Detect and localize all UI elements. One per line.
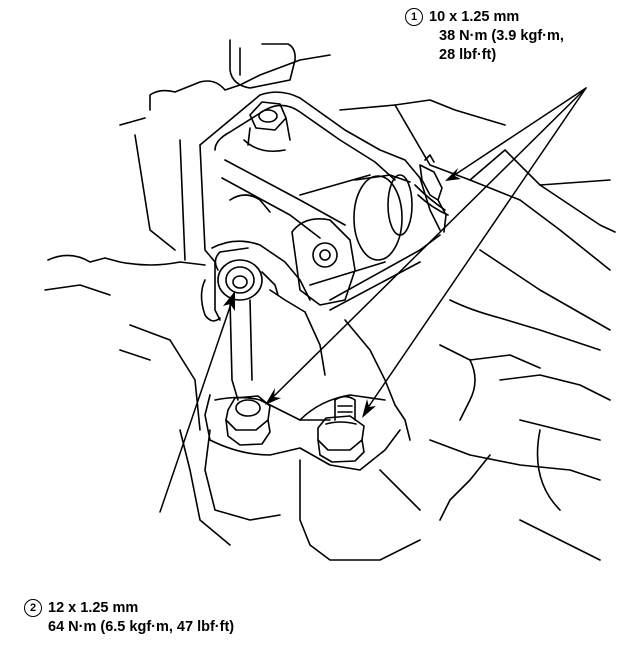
callout-2-leader: [159, 297, 234, 513]
lower-right-nut: [317, 395, 365, 463]
callout-1-number-badge: 1: [405, 8, 423, 26]
callout-1-torque-line1: 38 N·m (3.9 kgf·m,: [439, 28, 564, 44]
through-bolt: [200, 247, 279, 322]
callout-1-leader: [269, 87, 587, 413]
callout-bolt-2: 2 12 x 1.25 mm 64 N·m (6.5 kgf·m, 47 lbf·…: [24, 599, 234, 637]
engine-block-outline: [119, 39, 616, 561]
wiring-line: [44, 254, 206, 296]
callout-1-size: 10 x 1.25 mm: [429, 9, 520, 25]
callout-1-torque-line2: 28 lbf·ft): [439, 47, 497, 63]
callout-2-number-badge: 2: [24, 599, 42, 617]
callout-2-torque-line1: 64 N·m (6.5 kgf·m, 47 lbf·ft): [48, 619, 235, 635]
callout-2-size-line: 2 12 x 1.25 mm: [24, 599, 234, 618]
mount-bracket: [199, 91, 441, 471]
side-bolt: [414, 154, 449, 233]
upper-mount-bolt: [243, 101, 291, 153]
callout-1-size-line: 1 10 x 1.25 mm: [405, 8, 564, 27]
callout-2-arrowhead: [223, 291, 235, 311]
rubber-mount-cylinder: [291, 174, 413, 306]
callout-bolt-1: 1 10 x 1.25 mm 38 N·m (3.9 kgf·m, 28 lbf·…: [405, 8, 564, 65]
lower-left-nut: [225, 395, 271, 446]
callout-2-size: 12 x 1.25 mm: [48, 600, 139, 616]
callout-1-arrowheads: [265, 168, 461, 418]
